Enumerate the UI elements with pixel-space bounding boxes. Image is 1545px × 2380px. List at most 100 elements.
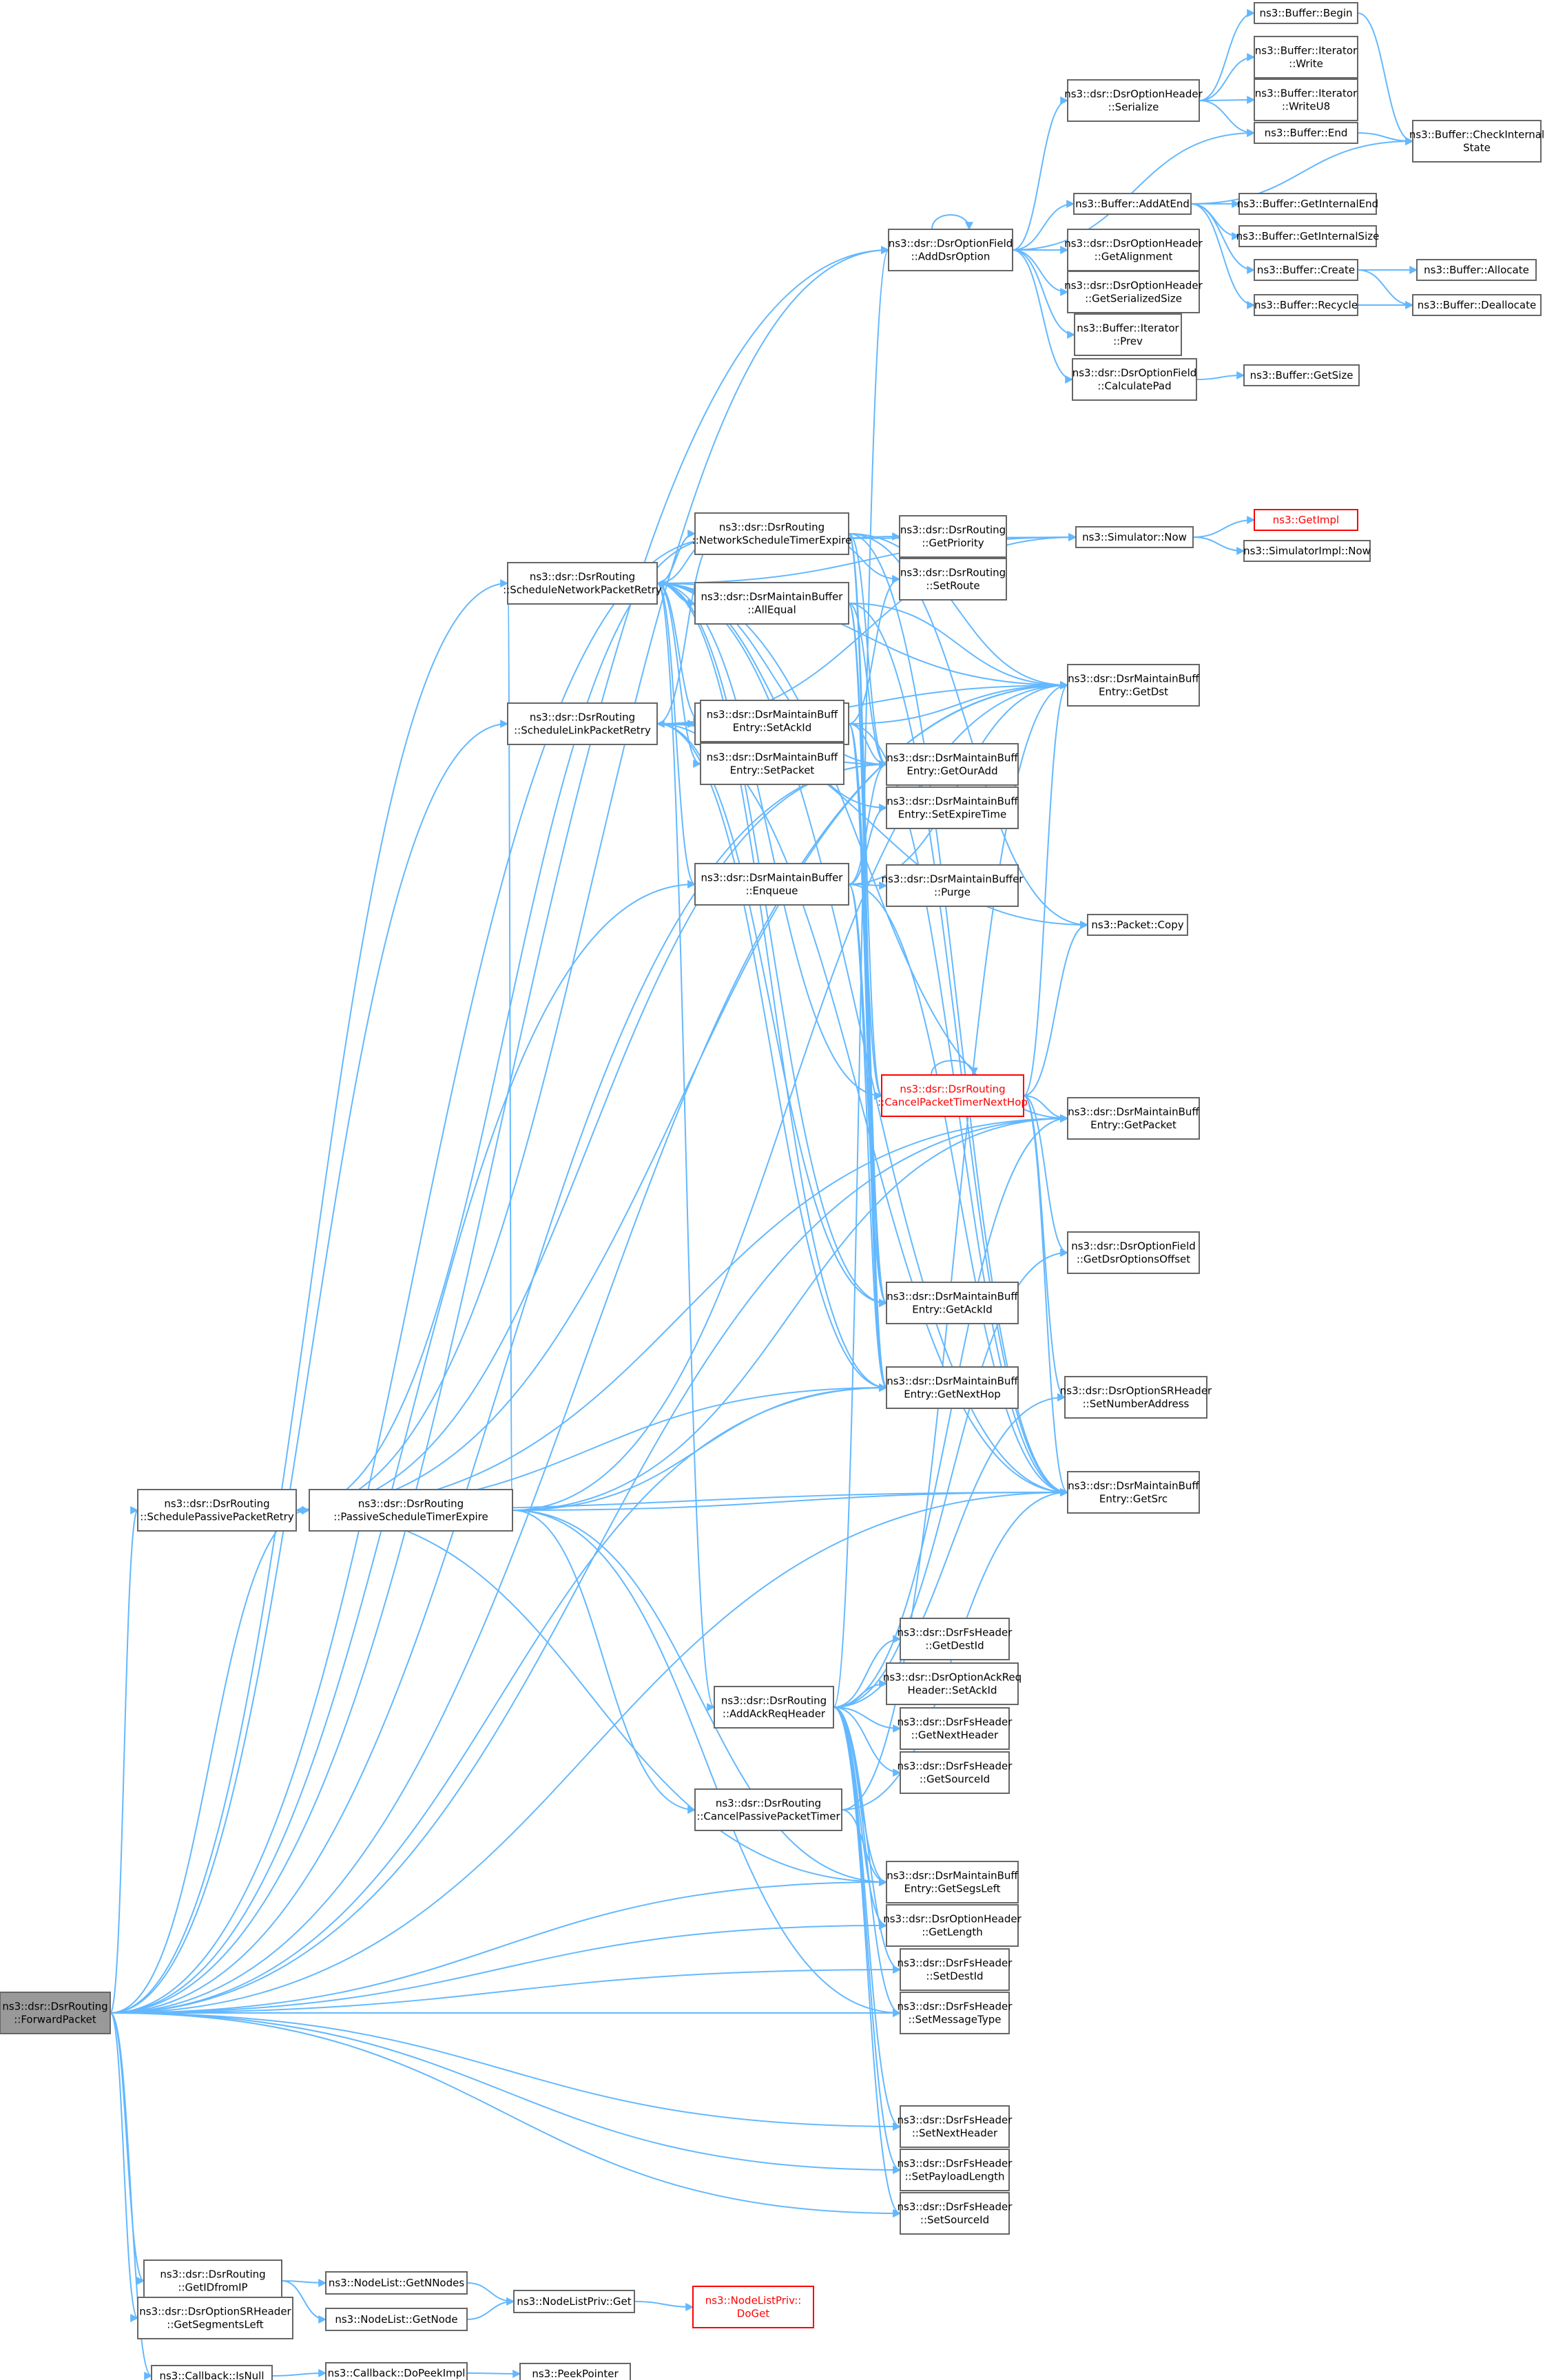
- node-fgd[interactable]: ns3::dsr::DsrFsHeader::GetDestId: [898, 1618, 1013, 1660]
- node-bgie[interactable]: ns3::Buffer::GetInternalEnd: [1237, 193, 1378, 215]
- edge-enq-goa: [848, 760, 888, 885]
- node-biw[interactable]: ns3::Buffer::Iterator::Write: [1254, 36, 1358, 79]
- node-fgs[interactable]: ns3::dsr::DsrFsHeader::GetSourceId: [898, 1751, 1013, 1794]
- node-box: [694, 582, 849, 625]
- node-gsegs[interactable]: ns3::dsr::DsrMaintainBuffEntry::GetSegsL…: [886, 1861, 1019, 1903]
- node-label: State: [1463, 142, 1491, 154]
- node-sr[interactable]: ns3::dsr::DsrRouting::SetRoute: [899, 558, 1007, 601]
- node-sna[interactable]: ns3::dsr::DsrOptionSRHeader::SetNumberAd…: [1060, 1376, 1212, 1419]
- node-label: ns3::Buffer::Iterator: [1255, 87, 1358, 100]
- node-label: ::SetPayloadLength: [905, 2171, 1005, 2183]
- node-gnn[interactable]: ns3::NodeList::GetNNodes: [325, 2271, 468, 2295]
- node-gl[interactable]: ns3::dsr::DsrOptionHeader::GetLength: [883, 1904, 1022, 1947]
- node-bip[interactable]: ns3::Buffer::Iterator::Prev: [1074, 313, 1182, 356]
- node-prg[interactable]: ns3::dsr::DsrMaintainBuffer::Purge: [882, 864, 1024, 907]
- node-fsd[interactable]: ns3::dsr::DsrFsHeader::SetDestId: [898, 1948, 1013, 1991]
- node-fgn[interactable]: ns3::dsr::DsrFsHeader::GetNextHeader: [898, 1707, 1013, 1750]
- edge-bb-bcis: [1357, 12, 1414, 145]
- node-gpr[interactable]: ns3::dsr::DsrRouting::GetPriority: [899, 515, 1007, 558]
- node-fss[interactable]: ns3::dsr::DsrFsHeader::SetSourceId: [898, 2192, 1013, 2235]
- node-label: ns3::dsr::DsrMaintainBuff: [1068, 1106, 1199, 1118]
- node-label: ns3::dsr::DsrMaintainBuff: [1068, 673, 1199, 685]
- edge-now-sin: [1192, 536, 1245, 555]
- node-gdoo[interactable]: ns3::dsr::DsrOptionField::GetDsrOptionsO…: [1067, 1231, 1200, 1274]
- node-sin[interactable]: ns3::SimulatorImpl::Now: [1243, 540, 1371, 562]
- node-biw8[interactable]: ns3::Buffer::Iterator::WriteU8: [1254, 79, 1358, 121]
- node-isn[interactable]: ns3::Callback::IsNull: [151, 2365, 273, 2380]
- node-label: ns3::dsr::DsrFsHeader: [898, 2114, 1013, 2127]
- node-box: [900, 2192, 1010, 2235]
- node-gim[interactable]: ns3::GetImpl: [1254, 509, 1358, 531]
- node-label: ns3::dsr::DsrRouting: [719, 521, 825, 534]
- node-fwd[interactable]: ns3::dsr::DsrRouting::ForwardPacket: [0, 1992, 111, 2034]
- node-nld[interactable]: ns3::NodeListPriv::DoGet: [692, 2286, 814, 2328]
- node-label: ns3::dsr::DsrRouting: [160, 2268, 265, 2281]
- node-box: [900, 1618, 1010, 1660]
- node-oga[interactable]: ns3::dsr::DsrOptionHeader::GetAlignment: [1064, 229, 1203, 271]
- node-label: ns3::dsr::DsrMaintainBuffer: [701, 872, 844, 884]
- node-aarh[interactable]: ns3::dsr::DsrRouting::AddAckReqHeader: [714, 1686, 834, 1729]
- node-spr[interactable]: ns3::dsr::DsrRouting::SchedulePassivePac…: [137, 1489, 297, 1532]
- node-cptn[interactable]: ns3::dsr::DsrRouting::CancelPacketTimerN…: [878, 1074, 1028, 1117]
- node-ogss[interactable]: ns3::dsr::DsrOptionHeader::GetSerialized…: [1064, 271, 1203, 313]
- node-ae[interactable]: ns3::dsr::DsrMaintainBuffer::AllEqual: [694, 582, 849, 625]
- node-label: Entry::SetAckId: [733, 722, 811, 734]
- node-bgis[interactable]: ns3::Buffer::GetInternalSize: [1236, 225, 1380, 247]
- edge-cptn-gdst: [1023, 681, 1069, 1096]
- node-enq[interactable]: ns3::dsr::DsrMaintainBuffer::Enqueue: [694, 863, 849, 906]
- node-bal[interactable]: ns3::Buffer::Allocate: [1416, 259, 1537, 281]
- node-pc[interactable]: ns3::Packet::Copy: [1087, 914, 1188, 936]
- node-snr[interactable]: ns3::dsr::DsrRouting::ScheduleNetworkPac…: [503, 562, 662, 605]
- node-aae[interactable]: ns3::Buffer::AddAtEnd: [1073, 193, 1192, 215]
- node-bgsz[interactable]: ns3::Buffer::GetSize: [1243, 364, 1360, 386]
- node-gn[interactable]: ns3::NodeList::GetNode: [325, 2308, 468, 2331]
- node-label: ns3::dsr::DsrOptionField: [1071, 1240, 1196, 1253]
- node-bb[interactable]: ns3::Buffer::Begin: [1254, 2, 1358, 24]
- node-goa[interactable]: ns3::dsr::DsrMaintainBuffEntry::GetOurAd…: [886, 743, 1019, 786]
- node-ado[interactable]: ns3::dsr::DsrOptionField::AddDsrOption: [888, 229, 1013, 271]
- node-pst[interactable]: ns3::dsr::DsrRouting::PassiveScheduleTim…: [309, 1489, 513, 1532]
- node-box: [1412, 120, 1542, 163]
- node-label: ns3::Buffer::CheckInternal: [1409, 129, 1544, 141]
- node-fsm[interactable]: ns3::dsr::DsrFsHeader::SetMessageType: [898, 1992, 1013, 2034]
- node-label: ns3::dsr::DsrRouting: [530, 711, 635, 724]
- node-nlg[interactable]: ns3::NodeListPriv::Get: [513, 2290, 635, 2313]
- node-nst[interactable]: ns3::dsr::DsrRouting::NetworkScheduleTim…: [692, 512, 852, 555]
- node-spk[interactable]: ns3::dsr::DsrMaintainBuffEntry::SetPacke…: [700, 742, 844, 785]
- node-ohs[interactable]: ns3::dsr::DsrOptionHeader::Serialize: [1064, 79, 1203, 122]
- node-label: ::AddDsrOption: [911, 251, 991, 263]
- node-gsl[interactable]: ns3::dsr::DsrOptionSRHeader::GetSegments…: [137, 2297, 293, 2339]
- node-bc[interactable]: ns3::Buffer::Create: [1254, 259, 1358, 281]
- node-label: ns3::dsr::DsrOptionHeader: [883, 1913, 1022, 1925]
- node-fsn[interactable]: ns3::dsr::DsrFsHeader::SetNextHeader: [898, 2105, 1013, 2148]
- node-fsp[interactable]: ns3::dsr::DsrFsHeader::SetPayloadLength: [898, 2149, 1013, 2191]
- edge-pst-gsrc: [512, 1488, 1069, 1511]
- node-slr[interactable]: ns3::dsr::DsrRouting::ScheduleLinkPacket…: [507, 702, 658, 745]
- node-label: ns3::dsr::DsrRouting: [530, 571, 635, 583]
- node-be[interactable]: ns3::Buffer::End: [1254, 122, 1358, 144]
- edge-fwd-gsrc: [110, 1488, 1069, 2014]
- node-box: [700, 700, 844, 742]
- node-pp[interactable]: ns3::PeekPointer: [519, 2363, 631, 2380]
- node-label: ns3::NodeListPriv::: [705, 2295, 802, 2307]
- node-bda[interactable]: ns3::Buffer::Deallocate: [1412, 294, 1542, 316]
- node-now[interactable]: ns3::Simulator::Now: [1075, 526, 1194, 548]
- edge-fwd-ado: [110, 246, 890, 2014]
- node-set[interactable]: ns3::dsr::DsrMaintainBuffEntry::SetExpir…: [886, 786, 1019, 829]
- node-label: ns3::dsr::DsrMaintainBuff: [886, 795, 1018, 808]
- node-br[interactable]: ns3::Buffer::Recycle: [1254, 294, 1358, 316]
- node-label: Entry::GetAckId: [912, 1304, 993, 1316]
- node-cppt[interactable]: ns3::dsr::DsrRouting::CancelPassivePacke…: [694, 1788, 842, 1831]
- node-ocp[interactable]: ns3::dsr::DsrOptionField::CalculatePad: [1072, 358, 1197, 401]
- node-sak[interactable]: ns3::dsr::DsrOptionAckReqHeader::SetAckI…: [883, 1662, 1022, 1705]
- node-cdpi[interactable]: ns3::Callback::DoPeekImpl: [325, 2362, 468, 2380]
- node-gpk[interactable]: ns3::dsr::DsrMaintainBuffEntry::GetPacke…: [1067, 1097, 1200, 1140]
- node-gnh[interactable]: ns3::dsr::DsrMaintainBuffEntry::GetNextH…: [886, 1366, 1019, 1409]
- node-gdip[interactable]: ns3::dsr::DsrRouting::GetIDfromIP: [143, 2259, 282, 2302]
